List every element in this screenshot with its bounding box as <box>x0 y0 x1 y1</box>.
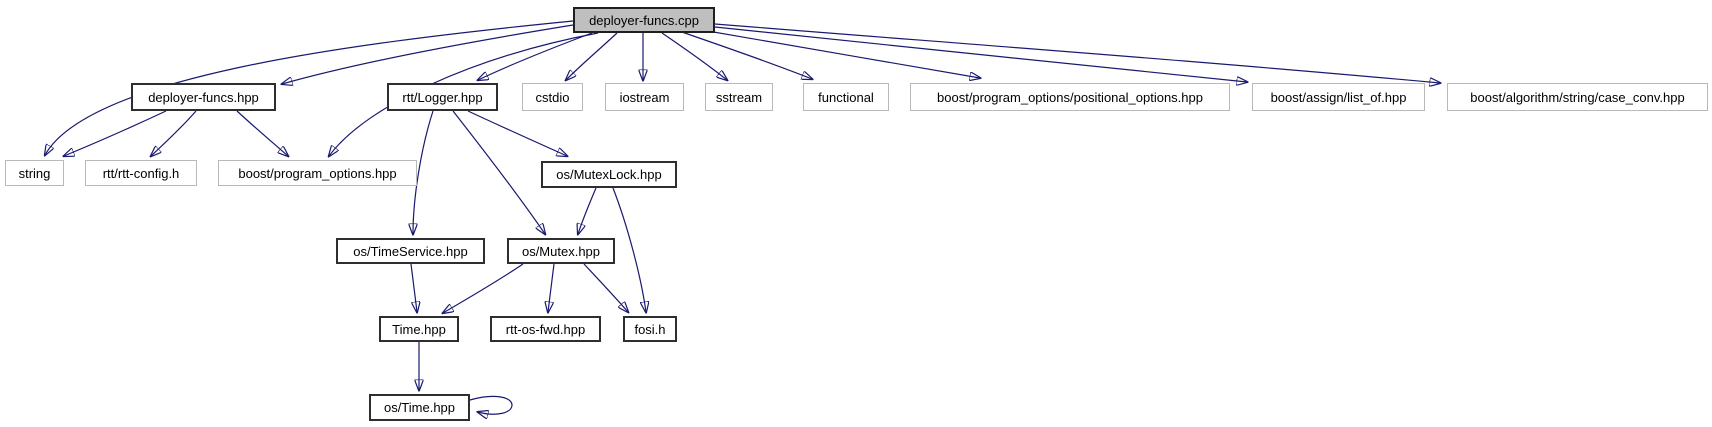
node-root: deployer-funcs.cpp <box>573 7 715 33</box>
node-sstream: sstream <box>705 83 773 111</box>
edge-logger-mutex <box>452 110 545 234</box>
edge-root-caseconv <box>714 23 1440 83</box>
edge-ostime-ostime <box>469 395 513 414</box>
edge-hpp-rttconfig <box>151 110 197 156</box>
node-progopts: boost/program_options.hpp <box>218 160 417 186</box>
edge-root-logger <box>478 32 593 80</box>
node-string: string <box>5 160 64 186</box>
edge-root-functional <box>678 30 812 79</box>
node-fosi[interactable]: fosi.h <box>623 316 677 342</box>
edge-mutex-time <box>443 263 524 313</box>
edge-mutex-fosi <box>583 263 628 312</box>
node-mutex[interactable]: os/Mutex.hpp <box>507 238 615 264</box>
node-cstdio: cstdio <box>522 83 583 111</box>
edge-root-cstdio <box>566 32 618 80</box>
node-functional: functional <box>803 83 889 111</box>
node-caseconv: boost/algorithm/string/case_conv.hpp <box>1447 83 1708 111</box>
node-hpp[interactable]: deployer-funcs.hpp <box>131 83 276 111</box>
edge-root-positional <box>701 29 980 78</box>
edge-logger-timeservice <box>413 110 434 234</box>
node-osfwd[interactable]: rtt-os-fwd.hpp <box>490 316 601 342</box>
node-mutexlock[interactable]: os/MutexLock.hpp <box>541 161 677 188</box>
edge-mutexlock-fosi <box>612 187 646 312</box>
edge-root-string <box>45 20 574 155</box>
edge-logger-mutexlock <box>467 110 567 156</box>
edge-hpp-string <box>64 110 167 156</box>
edge-mutexlock-mutex <box>578 187 597 234</box>
edge-root-sstream <box>661 32 727 80</box>
edge-mutex-osfwd <box>548 263 555 312</box>
node-time[interactable]: Time.hpp <box>379 316 459 342</box>
node-ostime[interactable]: os/Time.hpp <box>369 394 470 421</box>
edge-hpp-progopts <box>236 110 288 156</box>
edge-root-listof <box>714 26 1247 82</box>
edge-root-hpp <box>282 24 574 84</box>
node-logger[interactable]: rtt/Logger.hpp <box>387 83 498 111</box>
edge-timeservice-time <box>410 263 417 312</box>
node-timeservice[interactable]: os/TimeService.hpp <box>336 238 485 264</box>
node-listof: boost/assign/list_of.hpp <box>1252 83 1425 111</box>
node-iostream: iostream <box>605 83 684 111</box>
node-rttconfig: rtt/rtt-config.h <box>85 160 197 186</box>
node-positional: boost/program_options/positional_options… <box>910 83 1230 111</box>
